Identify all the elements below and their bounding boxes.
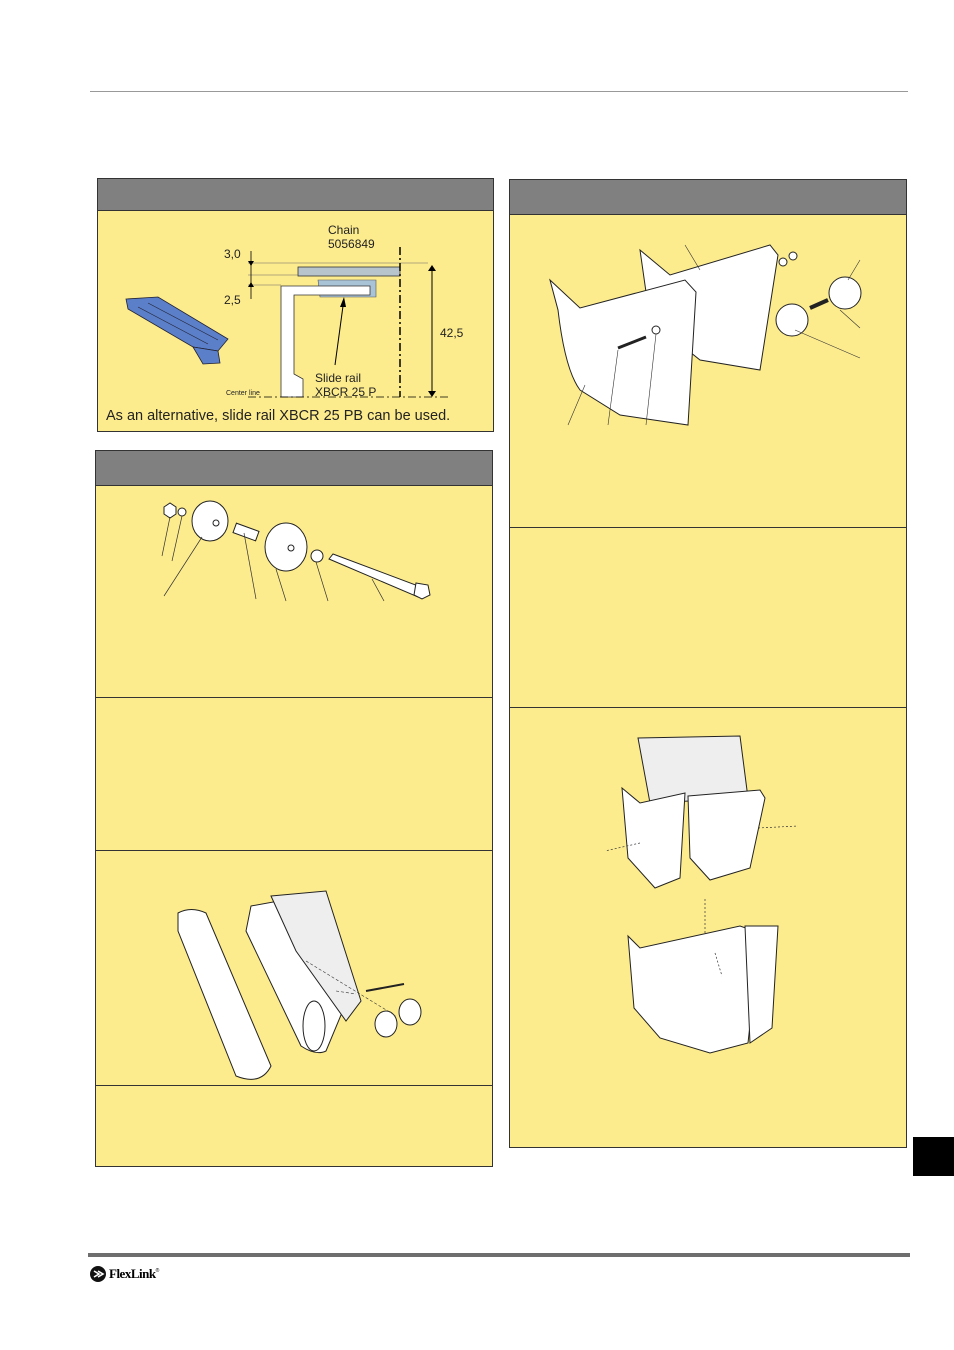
chain-number: 5056849 bbox=[328, 237, 375, 251]
dimension-42-5: 42,5 bbox=[440, 326, 464, 340]
dimension-2-5: 2,5 bbox=[224, 293, 241, 307]
panel-header bbox=[96, 451, 492, 486]
chain-illustration bbox=[125, 247, 448, 398]
top-rule bbox=[90, 91, 908, 92]
alternative-note: As an alternative, slide rail XBCR 25 PB… bbox=[106, 408, 451, 424]
logo-text: FlexLink bbox=[109, 1266, 156, 1281]
logo-registered-mark: ® bbox=[155, 1268, 160, 1274]
section-divider bbox=[96, 850, 492, 851]
slide-rail-part: XBCR 25 P bbox=[315, 385, 377, 399]
dimension-3-0: 3,0 bbox=[224, 247, 241, 261]
page-tab-marker bbox=[913, 1137, 954, 1176]
side-plates-removal-illustration bbox=[604, 735, 799, 1054]
slide-rail-panel: Chain 5056849 3,0 2,5 42,5 Center line S… bbox=[97, 178, 494, 432]
footer-rule bbox=[88, 1253, 910, 1257]
section-divider bbox=[96, 1085, 492, 1086]
panel-header bbox=[510, 180, 906, 215]
slide-rail-label: Slide rail bbox=[315, 371, 362, 385]
section-divider bbox=[510, 707, 906, 708]
flexlink-logo-mark-icon bbox=[90, 1266, 106, 1282]
section-divider bbox=[96, 697, 492, 698]
panel-header bbox=[98, 179, 493, 211]
drive-unit-exploded-illustration bbox=[177, 890, 422, 1080]
side-plates-panel bbox=[509, 179, 907, 1148]
center-line-label: Center line bbox=[226, 390, 260, 397]
flexlink-logo: FlexLink ® bbox=[90, 1265, 159, 1283]
section-divider bbox=[510, 527, 906, 528]
side-plates-exploded-illustration bbox=[549, 244, 862, 426]
chain-label: Chain bbox=[328, 223, 360, 237]
wheel-parts-illustration bbox=[161, 500, 431, 602]
wheel-assembly-panel bbox=[95, 450, 493, 1167]
